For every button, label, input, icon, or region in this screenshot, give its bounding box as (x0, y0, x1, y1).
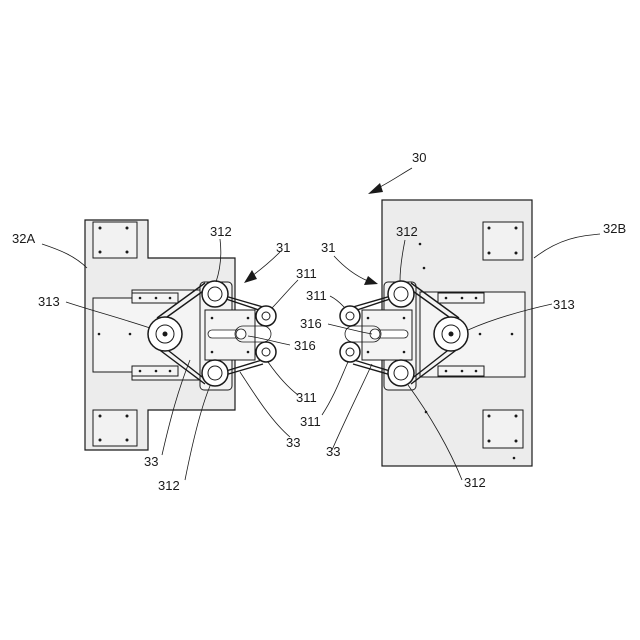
label-312-left-bottom: 312 (158, 478, 180, 493)
label-312-right-top: 312 (396, 224, 418, 239)
label-32b: 32B (603, 221, 626, 236)
label-311-left-top: 311 (296, 266, 317, 281)
label-33-left-lower: 33 (144, 454, 158, 469)
label-32a: 32A (12, 231, 35, 246)
label-316-left: 316 (294, 338, 316, 353)
label-33-right: 33 (326, 444, 340, 459)
label-313-right: 313 (553, 297, 575, 312)
label-313-left: 313 (38, 294, 60, 309)
label-33-left: 33 (286, 435, 300, 450)
label-311-right-top: 311 (306, 288, 327, 303)
label-31-left: 31 (276, 240, 290, 255)
label-312-left-top: 312 (210, 224, 232, 239)
label-31-right: 31 (321, 240, 335, 255)
label-311-right-bottom: 311 (300, 414, 321, 429)
label-316-right: 316 (300, 316, 322, 331)
label-30: 30 (412, 150, 426, 165)
label-312-right-bottom: 312 (464, 475, 486, 490)
label-311-left-bottom: 311 (296, 390, 317, 405)
